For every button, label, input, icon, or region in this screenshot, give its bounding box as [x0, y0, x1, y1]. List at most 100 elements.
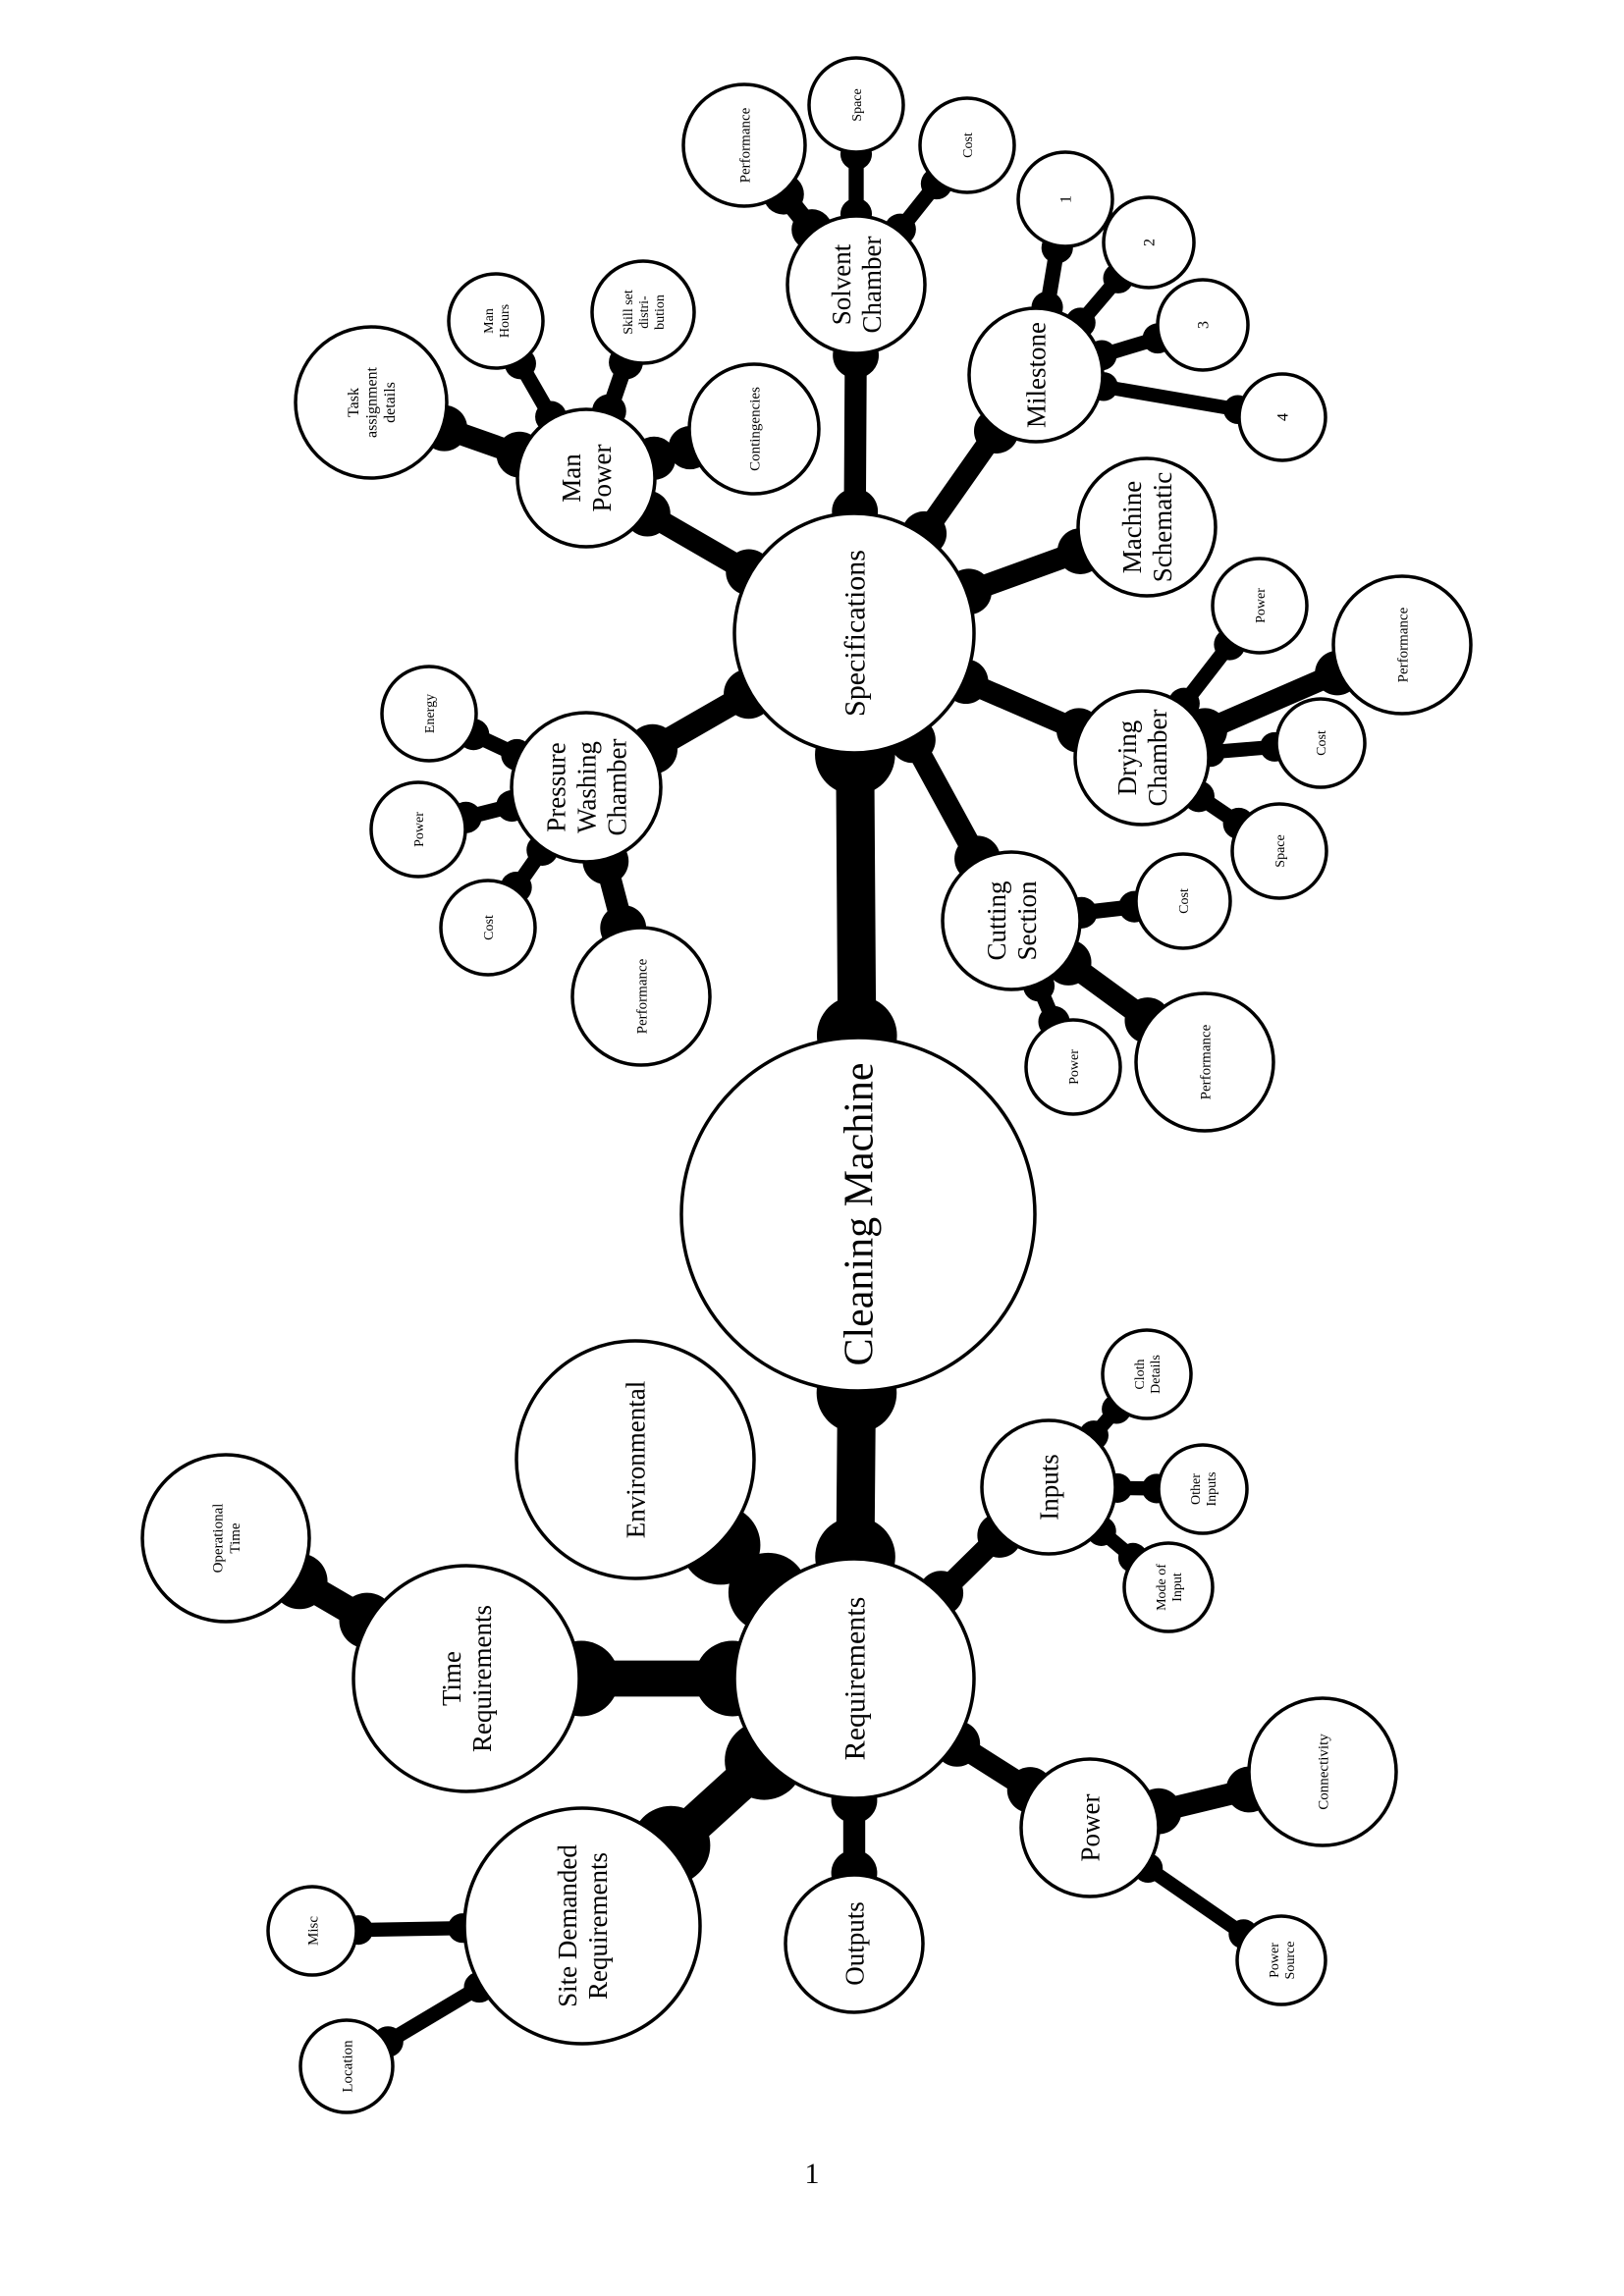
node-circle [679, 1036, 1037, 1393]
node-label-line: Mode of [1155, 1564, 1169, 1611]
node-label: PressureWashingChamber [541, 739, 631, 836]
node-label-line: Hours [498, 304, 513, 338]
node-connectivity: Connectivity [1247, 1696, 1398, 1847]
node-machine-schematic: MachineSchematic [1076, 456, 1218, 598]
node-cleaning-machine: Cleaning Machine [679, 1036, 1037, 1393]
node-pw-cost: Cost [439, 879, 537, 977]
node-pw-performance: Performance [570, 926, 712, 1067]
node-label-line: Time [437, 1651, 466, 1706]
node-label-line: Cloth [1133, 1359, 1148, 1389]
node-label-line: 2 [1142, 239, 1159, 246]
node-circle [380, 665, 478, 763]
node-sc-cost: Cost [918, 96, 1016, 194]
node-circle [941, 850, 1082, 991]
node-label-line: Schematic [1148, 472, 1177, 582]
node-label: Space [850, 88, 865, 121]
node-label: Performance [1395, 607, 1411, 682]
node-label-line: Energy [423, 694, 438, 733]
node-label-line: bution [653, 294, 668, 330]
node-label-line: Inputs [1034, 1454, 1063, 1521]
node-label: ManPower [557, 445, 617, 512]
node-label: Specifications [839, 550, 872, 717]
node-label-line: 1 [1058, 195, 1075, 203]
node-label: Taskassignmentdetails [346, 366, 399, 438]
node-label: Cost [482, 915, 497, 940]
node-label-line: Cost [1177, 888, 1192, 914]
node-label: Skill setdistri-bution [622, 290, 668, 335]
node-label: DryingChamber [1112, 710, 1172, 807]
node-label-line: Performance [634, 958, 650, 1034]
node-label-line: Other [1189, 1473, 1204, 1505]
node-circle [918, 96, 1016, 194]
node-label-line: Operational [211, 1504, 227, 1574]
node-label-line: Details [1149, 1355, 1164, 1394]
node-circle [515, 407, 657, 549]
node-label-line: Power [1268, 1943, 1282, 1978]
node-label: TimeRequirements [437, 1605, 497, 1752]
node-label-line: Misc [305, 1916, 321, 1946]
node-label-line: Power [587, 445, 617, 512]
node-label-line: Man [482, 308, 497, 334]
node-label-line: Contingencies [747, 387, 763, 471]
node-label: Space [1273, 834, 1288, 867]
node-cs-performance: Performance [1134, 991, 1275, 1133]
node-circle [785, 214, 927, 355]
node-circle [462, 1806, 702, 2046]
node-label-line: distri- [637, 295, 652, 329]
node-circle [1274, 697, 1367, 789]
node-label-line: Section [1012, 881, 1042, 960]
node-label-line: Power [412, 812, 427, 847]
node-label: Cost [1315, 730, 1329, 756]
node-circle [1230, 802, 1328, 900]
node-ms-4: 4 [1237, 372, 1327, 462]
node-label-line: Environmental [621, 1381, 650, 1538]
node-label: ClothDetails [1133, 1355, 1164, 1394]
node-label-line: Washing [571, 741, 601, 833]
node-label-line: details [382, 382, 399, 423]
node-label-line: Performance [737, 107, 753, 183]
node-label: OperationalTime [211, 1504, 244, 1574]
node-drying-chamber: DryingChamber [1073, 689, 1211, 827]
node-circle [294, 325, 449, 480]
node-circle [266, 1885, 358, 1977]
node-label: PowerSource [1268, 1942, 1298, 1980]
node-label: Cost [961, 133, 976, 158]
node-label-line: Cost [961, 133, 976, 158]
node-circle [1331, 574, 1473, 716]
node-label: Environmental [621, 1381, 650, 1538]
node-circle [1156, 278, 1250, 372]
node-label-line: Requirements [583, 1852, 613, 2000]
node-man-hours: ManHours [447, 272, 545, 370]
node-label: Requirements [839, 1597, 872, 1761]
node-operational-time: OperationalTime [140, 1453, 311, 1624]
node-label: Location [340, 2040, 355, 2093]
node-label: Misc [305, 1916, 321, 1946]
node-circle [1076, 456, 1218, 598]
node-pw-power: Power [369, 780, 467, 879]
node-milestone: Milestone [967, 306, 1105, 444]
node-site-demanded: Site DemandedRequirements [462, 1806, 702, 2046]
node-label-line: Space [850, 88, 865, 121]
node-requirements: Requirements [732, 1557, 976, 1800]
node-circle [298, 2018, 395, 2114]
node-label-line: Input [1170, 1573, 1185, 1602]
node-circle [510, 711, 663, 864]
node-label: Performance [1198, 1024, 1214, 1099]
node-outputs: Outputs [784, 1873, 925, 2014]
node-label: Performance [737, 107, 753, 183]
node-label-line: Outputs [839, 1901, 869, 1986]
node-circle [352, 1564, 581, 1793]
node-circle [439, 879, 537, 977]
node-label-line: Time [228, 1522, 244, 1553]
node-dc-power: Power [1211, 557, 1309, 655]
node-circle [590, 259, 696, 365]
node-label: 3 [1196, 321, 1213, 329]
node-label: 1 [1058, 195, 1075, 203]
node-label-line: Chamber [603, 739, 632, 836]
node-label: Power [1254, 588, 1269, 623]
node-circle [1024, 1018, 1122, 1116]
node-label-line: Cutting [982, 881, 1011, 960]
node-dc-space: Space [1230, 802, 1328, 900]
node-circle [1102, 195, 1196, 290]
node-label: Power [1075, 1794, 1105, 1862]
